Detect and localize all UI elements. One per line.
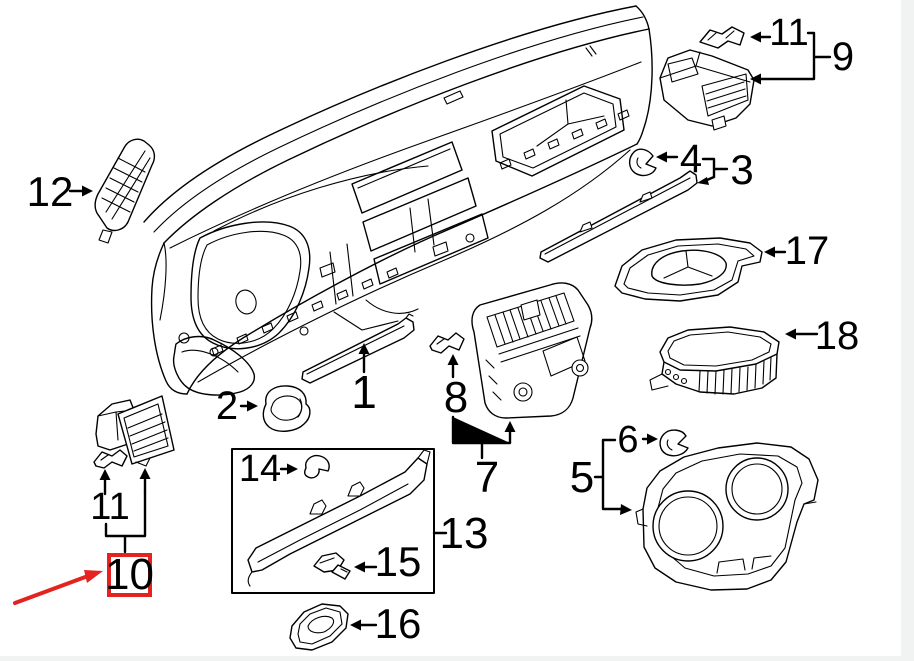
horizontal-scrollbar-track[interactable] [0, 656, 914, 661]
part-12-art [94, 138, 156, 244]
part-16-art [289, 603, 349, 651]
callout-5[interactable]: 5 [569, 453, 595, 502]
instrument-panel-art [143, 5, 653, 396]
callout-15[interactable]: 15 [374, 538, 422, 585]
part-14-art [303, 454, 330, 479]
callout-14[interactable]: 14 [238, 448, 282, 490]
callout-11-top[interactable]: 11 [769, 12, 809, 54]
callout-2[interactable]: 2 [215, 384, 239, 428]
callout-1[interactable]: 1 [351, 366, 377, 418]
part-9-art [659, 49, 755, 131]
part-17-art [614, 237, 763, 302]
part-7-art [471, 282, 593, 419]
callout-4[interactable]: 4 [679, 137, 703, 181]
part-13-group-box [231, 448, 435, 594]
callout-11-bottom[interactable]: 11 [90, 486, 130, 528]
callout-17[interactable]: 17 [784, 229, 830, 273]
callout-10-highlight-box[interactable]: 10 [105, 550, 154, 599]
part-2-art [262, 385, 311, 432]
leader-lines [68, 31, 832, 631]
callout-12[interactable]: 12 [26, 168, 74, 215]
part-6-art [659, 429, 689, 457]
red-highlight-arrow [13, 570, 103, 605]
part-5-art [635, 442, 819, 591]
callout-3[interactable]: 3 [730, 146, 754, 193]
part-3-art [539, 170, 698, 263]
part-11-bottom-art [93, 449, 128, 469]
part-13-art [247, 449, 431, 587]
callout-9[interactable]: 9 [831, 35, 855, 79]
part-15-art [313, 552, 351, 580]
part-4-art [628, 148, 657, 177]
callout-13[interactable]: 13 [439, 509, 489, 558]
callout-10[interactable]: 10 [105, 550, 154, 599]
part-18-art [649, 326, 780, 395]
part-1-art [301, 313, 415, 384]
part-8-art [429, 332, 465, 354]
callout-6[interactable]: 6 [617, 419, 639, 461]
callout-18[interactable]: 18 [814, 314, 860, 358]
part-10-art [95, 395, 175, 467]
callout-8[interactable]: 8 [443, 373, 469, 422]
callout-7[interactable]: 7 [474, 453, 500, 502]
callout-16[interactable]: 16 [374, 600, 422, 647]
part-11-top-art [699, 26, 745, 49]
vertical-scrollbar-track[interactable] [901, 0, 914, 656]
